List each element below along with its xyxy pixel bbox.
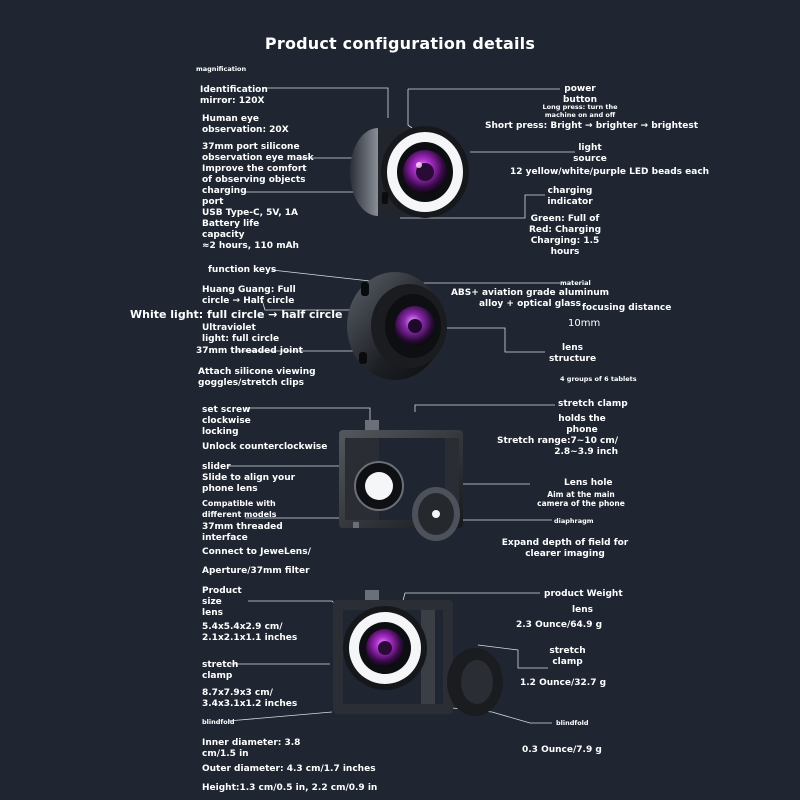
label-identification-mirror: Identification mirror: 120X <box>200 85 268 106</box>
label-slider: slider Slide to align your phone lens <box>202 462 296 494</box>
aperture-icon <box>432 510 440 518</box>
label-tablets: 4 groups of 6 tablets <box>560 375 637 383</box>
label-weight-lens: lens <box>572 605 593 615</box>
label-weight-stretch-clamp: stretch clamp <box>549 646 586 667</box>
label-short-press: Short press: Bright → brighter → brighte… <box>485 121 699 131</box>
label-light-source: light source <box>573 143 607 164</box>
lens-side-image <box>347 272 447 380</box>
label-connect: Connect to JeweLens/ <box>202 547 311 557</box>
label-ultraviolet: Ultraviolet light: full circle <box>202 323 280 344</box>
label-power-button: power button <box>562 84 598 105</box>
label-product-size-lens: Product size lens <box>202 586 242 618</box>
label-depth-field: Expand depth of field for clearer imagin… <box>501 538 629 559</box>
label-size-blindfold: blindfold <box>202 718 235 726</box>
label-charging-port: charging port USB Type-C, 5V, 1A Battery… <box>202 186 299 251</box>
label-focusing-distance: focusing distance <box>582 303 672 313</box>
set-screw-icon <box>365 420 379 430</box>
label-material: material <box>560 279 591 287</box>
label-clamp-weight: 1.2 Ounce/32.7 g <box>520 678 607 688</box>
label-compatible: Compatible with different models <box>202 499 277 519</box>
label-eye-mask: 37mm port silicone observation eye mask … <box>202 142 314 185</box>
label-lens-structure: lens structure <box>548 343 597 364</box>
lens-hole-icon <box>365 472 393 500</box>
assembly-image <box>333 590 503 716</box>
label-threaded-interface: 37mm threaded interface <box>202 522 283 543</box>
label-weight-blindfold: blindfold <box>556 719 589 727</box>
label-aperture: Aperture/37mm filter <box>202 566 310 576</box>
label-aim-camera: Aim at the main camera of the phone <box>537 490 625 508</box>
label-clamp-dims: 8.7x7.9x3 cm/ 3.4x3.1x1.2 inches <box>202 688 298 709</box>
label-stretch-range: Stretch range:7~10 cm/ 2.8~3.9 inch <box>496 436 618 457</box>
label-attach-goggles: Attach silicone viewing goggles/stretch … <box>198 367 316 388</box>
label-lens-weight: 2.3 Ounce/64.9 g <box>516 620 603 630</box>
label-size-stretch-clamp: stretch clamp <box>202 660 239 681</box>
label-diaphragm: diaphragm <box>554 517 594 525</box>
label-led-beads: 12 yellow/white/purple LED beads each <box>510 167 710 177</box>
label-indicator-states: Green: Full of Red: Charging Charging: 1… <box>528 214 602 257</box>
label-unlock: Unlock counterclockwise <box>202 442 328 452</box>
label-lens-dims: 5.4x5.4x2.9 cm/ 2.1x2.1x1.1 inches <box>202 622 298 643</box>
usb-port-icon <box>382 192 388 204</box>
function-key-icon <box>361 282 369 296</box>
label-product-weight: product Weight <box>544 589 623 599</box>
label-inner-diameter: Inner diameter: 3.8 cm/1.5 in <box>202 738 301 759</box>
label-holds-phone: holds the phone <box>558 414 606 435</box>
label-magnification: magnification <box>196 65 247 73</box>
label-height: Height:1.3 cm/0.5 in, 2.2 cm/0.9 in <box>202 783 378 793</box>
label-stretch-clamp: stretch clamp <box>558 399 628 409</box>
label-lens-hole: Lens hole <box>564 478 613 488</box>
label-threaded-joint: 37mm threaded joint <box>196 346 303 356</box>
label-huang-guang: Huang Guang: Full circle → Half circle <box>202 285 296 306</box>
label-outer-diameter: Outer diameter: 4.3 cm/1.7 inches <box>202 764 376 774</box>
label-focus-value: 10mm <box>568 318 601 329</box>
page-title: Product configuration details <box>264 34 536 53</box>
label-set-screw: set screw clockwise locking <box>202 405 251 437</box>
label-blindfold-weight: 0.3 Ounce/7.9 g <box>522 745 602 755</box>
label-charging-indicator: charging indicator <box>547 186 593 207</box>
lens-front-image <box>350 126 469 218</box>
label-long-press: Long press: turn the machine on and off <box>542 103 618 119</box>
label-human-eye: Human eye observation: 20X <box>202 114 289 135</box>
diaphragm-image <box>412 487 460 541</box>
label-white-light: White light: full circle → half circle <box>130 308 343 321</box>
label-material-desc: ABS+ aviation grade aluminum alloy + opt… <box>450 288 610 309</box>
label-function-keys: function keys <box>208 265 277 275</box>
